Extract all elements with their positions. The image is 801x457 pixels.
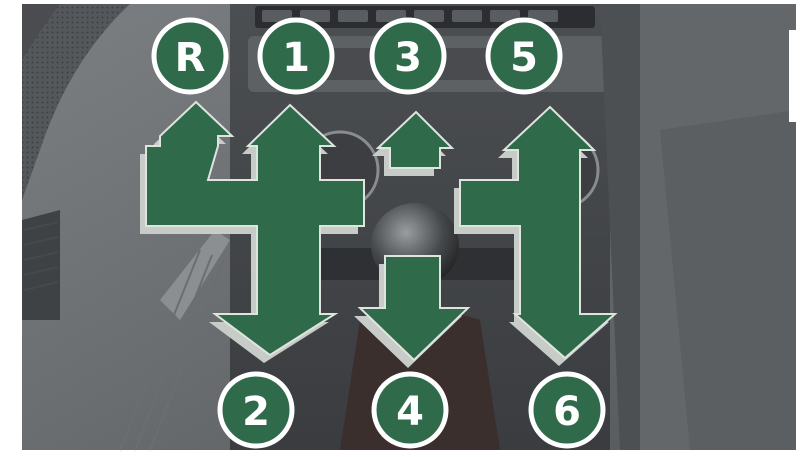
gear-label-4: 4	[374, 374, 446, 446]
gear-label-r: R	[154, 20, 226, 92]
svg-text:6: 6	[553, 389, 581, 435]
svg-text:4: 4	[396, 389, 424, 435]
gear-label-3: 3	[372, 20, 444, 92]
svg-text:1: 1	[282, 35, 310, 81]
svg-text:2: 2	[242, 389, 270, 435]
svg-text:5: 5	[510, 35, 538, 81]
svg-text:3: 3	[394, 35, 422, 81]
margin-code-text	[789, 30, 801, 122]
gear-label-5: 5	[488, 20, 560, 92]
gear-label-6: 6	[531, 374, 603, 446]
gear-label-1: 1	[260, 20, 332, 92]
gear-label-2: 2	[220, 374, 292, 446]
svg-text:R: R	[175, 35, 206, 81]
